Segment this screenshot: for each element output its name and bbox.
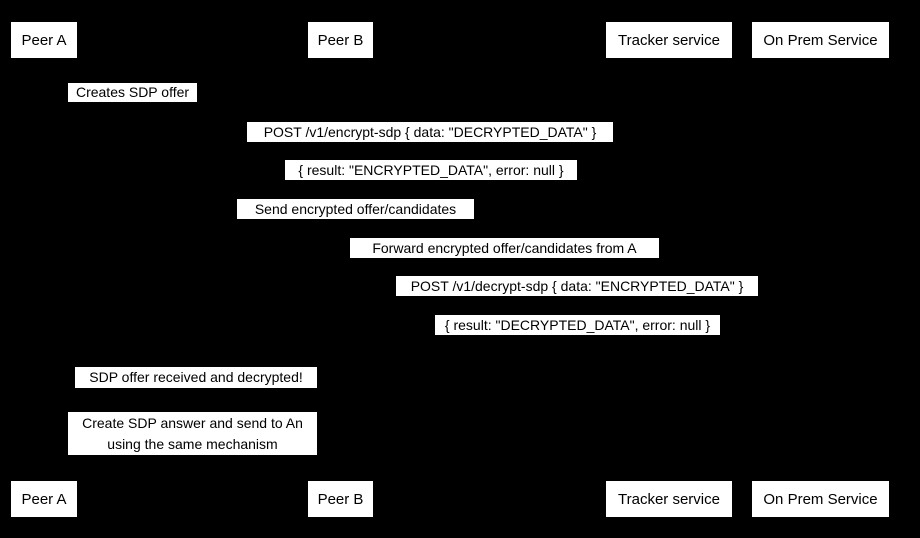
actor-peer-a-bottom: Peer A xyxy=(11,481,77,517)
actor-peer-b-top: Peer B xyxy=(308,22,373,58)
actor-on-prem-service-bottom: On Prem Service xyxy=(752,481,889,517)
message-post-encrypt-sdp: POST /v1/encrypt-sdp { data: "DECRYPTED_… xyxy=(247,122,613,142)
message-send-encrypted-offer: Send encrypted offer/candidates xyxy=(237,199,474,219)
note-create-sdp-answer: Create SDP answer and send to An using t… xyxy=(68,412,317,455)
actor-tracker-service-top: Tracker service xyxy=(606,22,732,58)
actor-label: On Prem Service xyxy=(763,490,878,508)
note-line-1: Create SDP answer and send to An xyxy=(82,415,303,431)
message-decrypt-result: { result: "DECRYPTED_DATA", error: null … xyxy=(435,315,720,335)
actor-on-prem-service-top: On Prem Service xyxy=(752,22,889,58)
actor-label: Peer B xyxy=(317,490,364,508)
message-sdp-offer-received: SDP offer received and decrypted! xyxy=(75,367,317,388)
actor-label: Peer A xyxy=(21,31,67,49)
actor-label: Peer B xyxy=(317,31,364,49)
actor-label: Peer A xyxy=(21,490,67,508)
message-forward-encrypted-offer: Forward encrypted offer/candidates from … xyxy=(350,238,659,258)
message-creates-sdp-offer: Creates SDP offer xyxy=(68,83,197,102)
note-line-2: using the same mechanism xyxy=(107,436,278,452)
message-post-decrypt-sdp: POST /v1/decrypt-sdp { data: "ENCRYPTED_… xyxy=(396,276,758,296)
actor-peer-a-top: Peer A xyxy=(11,22,77,58)
actor-tracker-service-bottom: Tracker service xyxy=(606,481,732,517)
actor-label: Tracker service xyxy=(618,31,720,49)
message-encrypt-result: { result: "ENCRYPTED_DATA", error: null … xyxy=(285,160,577,180)
actor-peer-b-bottom: Peer B xyxy=(308,481,373,517)
actor-label: On Prem Service xyxy=(763,31,878,49)
actor-label: Tracker service xyxy=(618,490,720,508)
